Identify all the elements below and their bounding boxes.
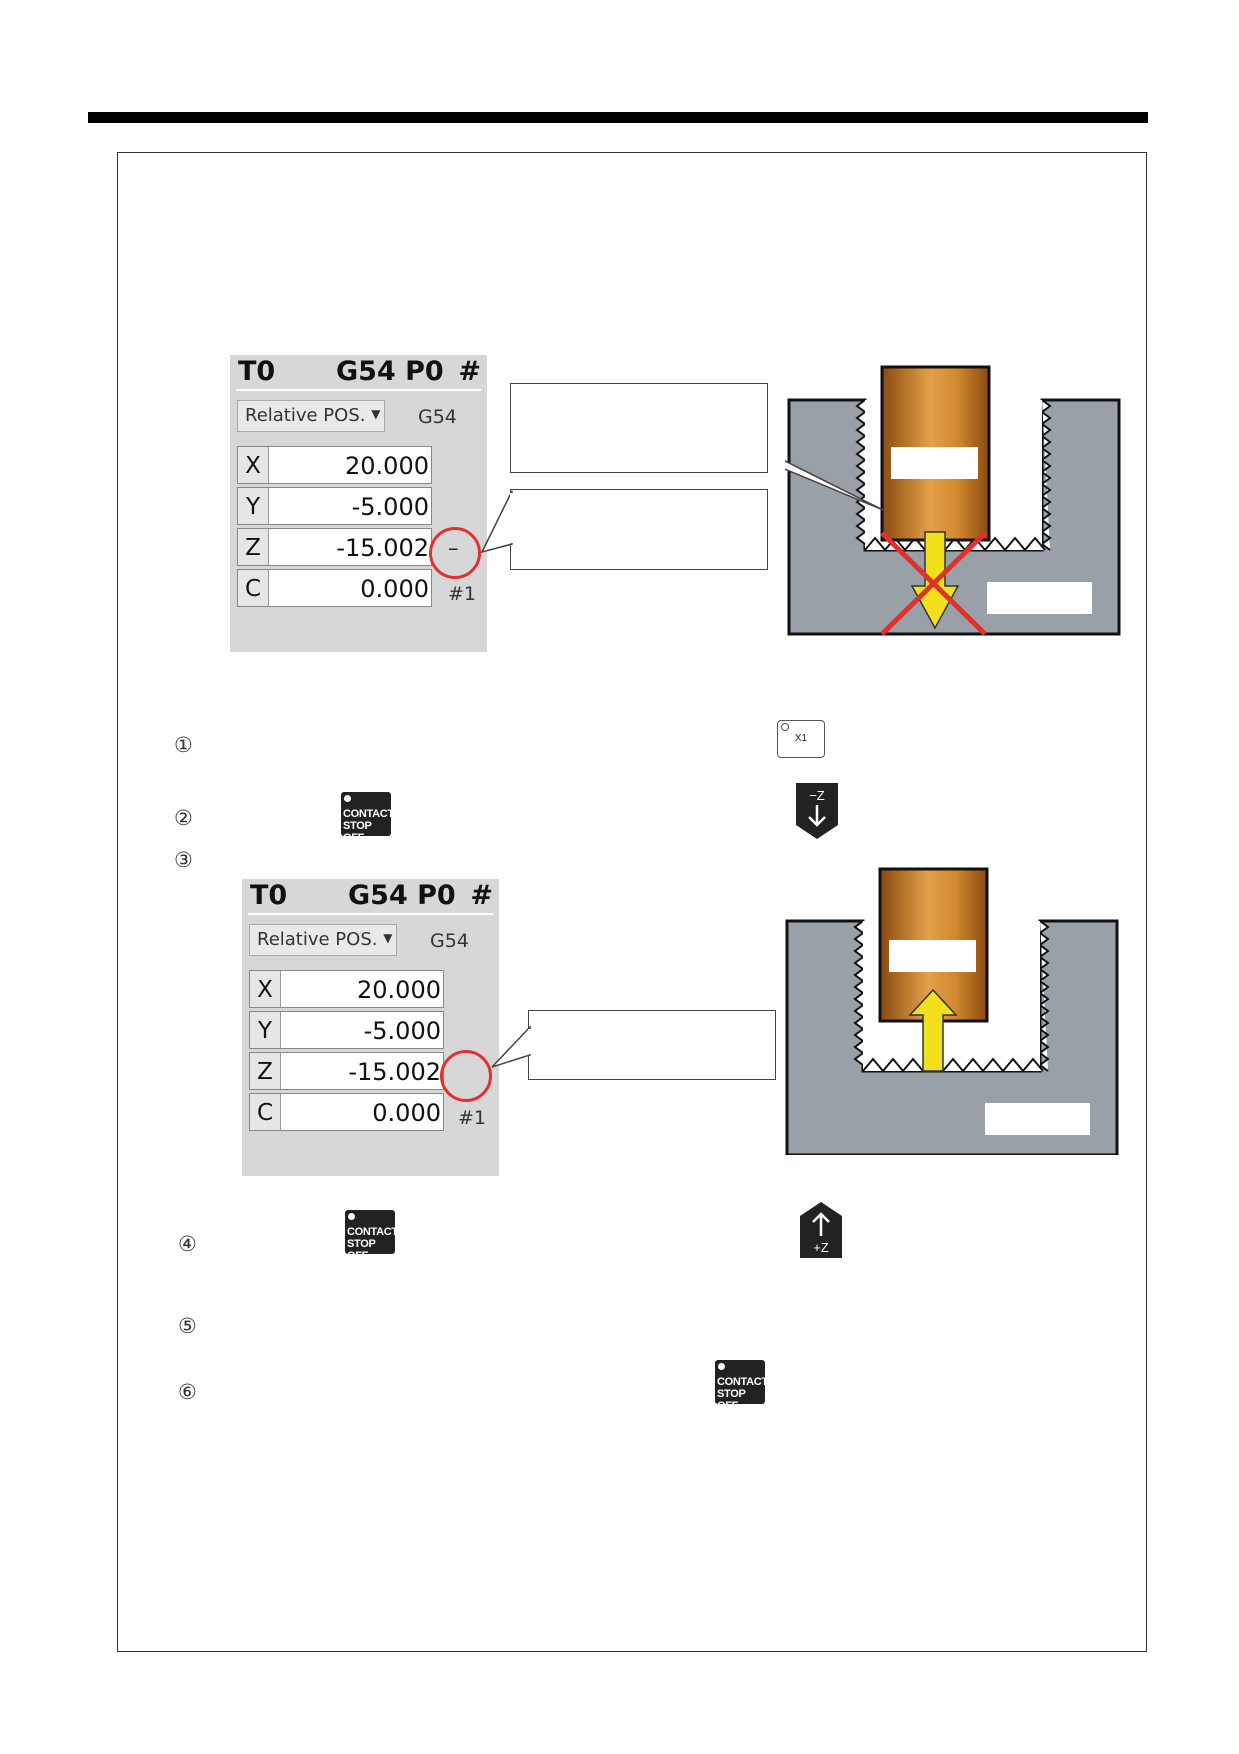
axis-label: X	[238, 447, 269, 483]
step-number: ④	[178, 1232, 197, 1256]
workpiece-label-box	[985, 1103, 1090, 1135]
contact-key-line1: CONTACT	[343, 808, 394, 820]
contact-key-line1: CONTACT	[347, 1226, 398, 1238]
offset-label: G54 P0	[336, 356, 444, 387]
axis-value: 20.000	[345, 452, 429, 480]
x1-key-label: X1	[794, 733, 808, 744]
callout-pointer	[480, 490, 513, 554]
axis-label: Z	[250, 1053, 281, 1089]
position-mode-dropdown[interactable]: Relative POS. ▼	[237, 400, 385, 432]
axis-label: X	[250, 971, 281, 1007]
position-mode-dropdown[interactable]: Relative POS. ▼	[249, 924, 397, 956]
callout-pointer	[785, 460, 884, 511]
workpiece-label-box	[987, 582, 1092, 614]
page-top-rule	[88, 112, 1148, 123]
axis-row-z: Z -15.002	[249, 1052, 444, 1090]
panel-header: T0 G54 P0 #	[248, 879, 493, 915]
thread-bottom	[862, 1057, 1044, 1073]
cross-line	[880, 531, 987, 636]
step-number: ⑤	[178, 1314, 197, 1338]
led-icon	[781, 723, 789, 731]
dropdown-arrow-icon: ▼	[383, 931, 393, 945]
axis-row-c: C 0.000	[237, 569, 432, 607]
electrode-diagram-retract	[785, 867, 1119, 1155]
contact-key-line1: CONTACT	[717, 1376, 768, 1388]
work-number: #1	[458, 1107, 487, 1129]
contact-key-line2: STOP OFF	[343, 820, 372, 844]
contact-key-line2: STOP OFF	[347, 1238, 376, 1262]
hash-label: #	[470, 880, 493, 911]
minus-z-key[interactable]: −Z	[796, 783, 838, 839]
contact-key-line2: STOP OFF	[717, 1388, 746, 1412]
thread-right	[1038, 920, 1050, 1072]
axis-value: -5.000	[363, 1017, 441, 1045]
axis-row-y: Y -5.000	[249, 1011, 444, 1049]
position-panel-1: T0 G54 P0 # Relative POS. ▼ G54 X 20.000…	[230, 355, 487, 652]
step-number: ①	[174, 733, 193, 757]
led-icon	[348, 1213, 355, 1220]
callout-box	[528, 1010, 776, 1080]
led-icon	[718, 1363, 725, 1370]
highlight-circle	[429, 527, 481, 579]
tool-number: T0	[238, 356, 276, 387]
contact-stop-off-key[interactable]: CONTACT STOP OFF	[345, 1210, 398, 1262]
minus-z-label: −Z	[809, 788, 825, 803]
contact-stop-off-key[interactable]: CONTACT STOP OFF	[715, 1360, 768, 1412]
position-mode-label: Relative POS.	[245, 405, 366, 426]
led-icon	[344, 795, 351, 802]
axis-row-c: C 0.000	[249, 1093, 444, 1131]
coordinate-system-label: G54	[418, 406, 457, 428]
electrode-diagram-blocked	[785, 365, 1121, 636]
dropdown-arrow-icon: ▼	[371, 407, 381, 421]
x1-key[interactable]: X1	[777, 720, 825, 758]
callout-pointer	[491, 1025, 531, 1068]
callout-box	[510, 383, 768, 473]
tool-number: T0	[250, 880, 288, 911]
axis-value: 0.000	[372, 1099, 441, 1127]
highlight-circle	[440, 1050, 492, 1102]
callout-box	[510, 489, 768, 570]
axis-value: -15.002	[348, 1058, 441, 1086]
axis-value: -5.000	[351, 493, 429, 521]
axis-row-x: X 20.000	[237, 446, 432, 484]
electrode-label-box	[891, 447, 978, 479]
axis-label: Z	[238, 529, 269, 565]
axis-row-z: Z -15.002	[237, 528, 432, 566]
content-frame	[117, 152, 1147, 1652]
plus-z-key[interactable]: +Z	[800, 1202, 842, 1258]
thread-right	[1040, 399, 1052, 551]
position-mode-label: Relative POS.	[257, 929, 378, 950]
step-number: ⑥	[178, 1380, 197, 1404]
position-panel-2: T0 G54 P0 # Relative POS. ▼ G54 X 20.000…	[242, 879, 499, 1176]
up-arrow	[908, 988, 958, 1072]
axis-label: C	[250, 1094, 281, 1130]
down-arrow-icon	[808, 805, 826, 827]
axis-row-x: X 20.000	[249, 970, 444, 1008]
panel-header: T0 G54 P0 #	[236, 355, 481, 391]
up-arrow-icon	[812, 1212, 830, 1236]
coordinate-system-label: G54	[430, 930, 469, 952]
offset-label: G54 P0	[348, 880, 456, 911]
step-number: ③	[174, 848, 193, 872]
axis-value: 0.000	[360, 575, 429, 603]
work-number: #1	[448, 583, 477, 605]
axis-label: C	[238, 570, 269, 606]
hash-label: #	[458, 356, 481, 387]
plus-z-label: +Z	[813, 1240, 829, 1255]
step-number: ②	[174, 806, 193, 830]
electrode-label-box	[889, 940, 976, 972]
axis-label: Y	[250, 1012, 281, 1048]
contact-stop-off-key[interactable]: CONTACT STOP OFF	[341, 792, 394, 844]
axis-row-y: Y -5.000	[237, 487, 432, 525]
axis-value: -15.002	[336, 534, 429, 562]
axis-value: 20.000	[357, 976, 441, 1004]
axis-label: Y	[238, 488, 269, 524]
